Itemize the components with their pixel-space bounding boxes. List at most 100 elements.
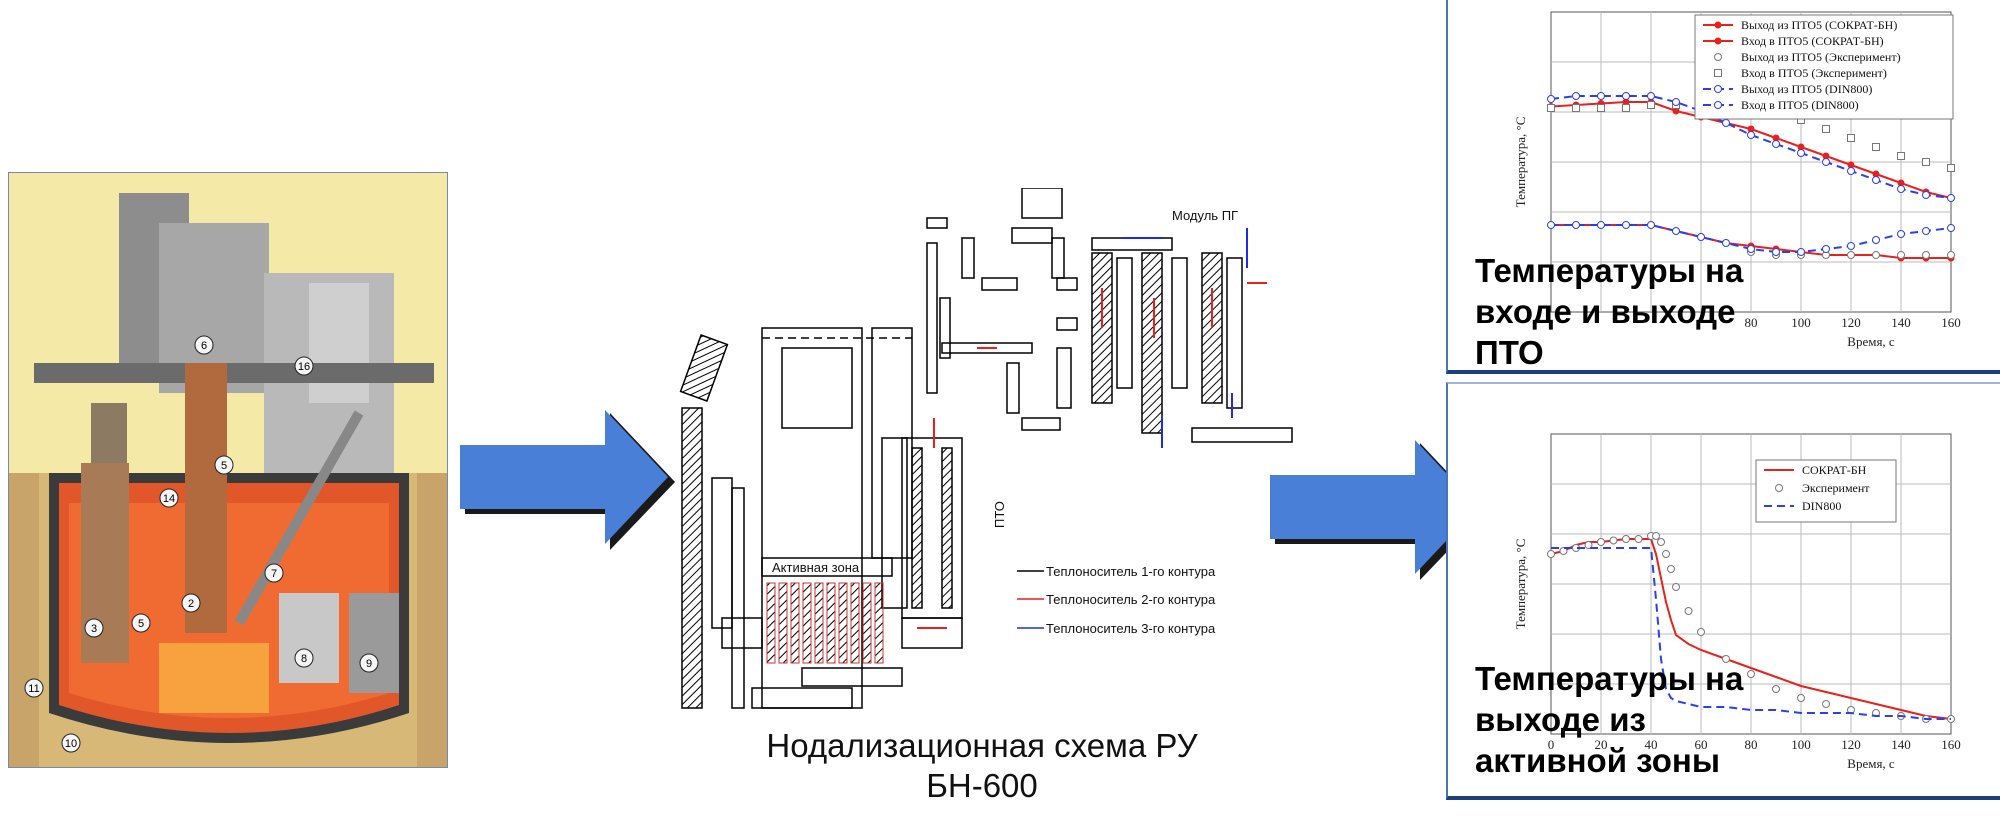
data-point bbox=[1597, 92, 1605, 100]
core-rod bbox=[838, 582, 848, 664]
data-point bbox=[1572, 221, 1580, 229]
core-rod bbox=[862, 582, 872, 664]
core-rod bbox=[778, 582, 788, 664]
legend-marker bbox=[1775, 484, 1783, 492]
reactor-marker bbox=[61, 733, 81, 753]
data-point bbox=[1572, 92, 1580, 100]
reactor-marker bbox=[24, 678, 44, 698]
data-point bbox=[1747, 131, 1755, 139]
reactor-number: 6 bbox=[201, 340, 207, 352]
data-point bbox=[1922, 227, 1930, 235]
core-rod bbox=[826, 582, 836, 664]
legend-item-1: Теплоноситель 1-го контура bbox=[1046, 564, 1216, 579]
reactor-number: 2 bbox=[188, 598, 194, 610]
reactor-marker bbox=[159, 488, 179, 508]
data-point bbox=[1822, 125, 1830, 133]
pto-label: ПТО bbox=[992, 501, 1007, 528]
data-point bbox=[1897, 251, 1905, 259]
core-label: Активная зона bbox=[772, 560, 860, 575]
data-point bbox=[1722, 119, 1730, 127]
reactor-marker bbox=[294, 648, 314, 668]
x-tick-label: 0 bbox=[1548, 737, 1555, 752]
data-point bbox=[1947, 164, 1955, 172]
data-point bbox=[1609, 536, 1618, 545]
data-point bbox=[1847, 134, 1855, 142]
data-point bbox=[1772, 140, 1780, 148]
data-point bbox=[1622, 98, 1630, 106]
data-point bbox=[1747, 125, 1755, 133]
data-point bbox=[1797, 149, 1805, 157]
data-point bbox=[1634, 535, 1643, 543]
data-point bbox=[1547, 95, 1555, 103]
chart-pto-title: Температуры на входе и выходе ПТО bbox=[1475, 252, 1744, 371]
data-point bbox=[1597, 104, 1605, 112]
legend-marker bbox=[1714, 21, 1722, 29]
core-rod bbox=[790, 582, 800, 664]
x-tick-label: 40 bbox=[1645, 737, 1658, 752]
y-axis-label: Температура, °С bbox=[1513, 117, 1528, 208]
reactor-marker bbox=[214, 455, 234, 475]
data-point bbox=[1772, 248, 1780, 256]
flow-arrow-left bbox=[460, 410, 675, 550]
series-line bbox=[1551, 547, 1951, 720]
reactor-number: 5 bbox=[138, 618, 144, 630]
legend-marker bbox=[1714, 37, 1722, 45]
x-tick-label: 160 bbox=[1941, 315, 1961, 330]
x-tick-label: 160 bbox=[1941, 737, 1961, 752]
scheme-caption: Нодализационная схема РУ БН-600 bbox=[752, 726, 1212, 806]
legend-label: Эксперимент bbox=[1802, 481, 1870, 495]
data-point bbox=[1872, 251, 1880, 259]
data-point bbox=[1662, 550, 1670, 558]
data-point bbox=[1697, 628, 1705, 636]
scheme-legend: Теплоноситель 1-го контура Теплоноситель… bbox=[1017, 564, 1216, 636]
reactor-number: 9 bbox=[366, 658, 372, 670]
reactor-marker bbox=[131, 613, 151, 633]
reactor-number: 8 bbox=[301, 653, 307, 665]
data-point bbox=[1584, 541, 1593, 549]
data-point bbox=[1847, 161, 1855, 169]
x-tick-label: 140 bbox=[1891, 737, 1911, 752]
data-point bbox=[1547, 104, 1555, 112]
x-tick-label: 60 bbox=[1695, 737, 1708, 752]
x-axis-label: Время, с bbox=[1847, 756, 1895, 771]
data-point bbox=[1572, 104, 1580, 112]
data-point bbox=[1922, 251, 1930, 259]
x-tick-label: 80 bbox=[1745, 737, 1758, 752]
legend-label: Вход в ПТО5 (Эксперимент) bbox=[1741, 66, 1887, 80]
data-point bbox=[1897, 230, 1905, 238]
legend-marker bbox=[1714, 85, 1722, 93]
data-point bbox=[1559, 547, 1568, 555]
data-point bbox=[1747, 245, 1755, 253]
x-tick-label: 80 bbox=[1745, 315, 1758, 330]
data-point bbox=[1722, 239, 1730, 247]
data-point bbox=[1772, 134, 1780, 142]
nodalization-scheme: Модуль ПГ ПТО Активная зона Теплоносител… bbox=[672, 187, 1312, 728]
x-tick-label: 140 bbox=[1891, 315, 1911, 330]
legend-item-3: Теплоноситель 3-го контура bbox=[1046, 621, 1216, 636]
x-tick-label: 100 bbox=[1791, 315, 1811, 330]
data-point bbox=[1597, 538, 1605, 546]
data-point bbox=[1657, 538, 1665, 546]
data-point bbox=[1847, 251, 1855, 259]
data-point bbox=[1872, 176, 1880, 184]
legend-label: Вход в ПТО5 (СОКРАТ-БН) bbox=[1741, 34, 1884, 48]
data-point bbox=[1652, 532, 1660, 540]
reactor-number: 11 bbox=[28, 683, 39, 695]
core-rod bbox=[850, 582, 860, 664]
data-point bbox=[1922, 158, 1930, 166]
reactor-number: 7 bbox=[271, 568, 277, 580]
reactor-number: 16 bbox=[298, 361, 310, 373]
data-point bbox=[1667, 565, 1675, 573]
data-point bbox=[1622, 104, 1630, 112]
data-point bbox=[1847, 242, 1855, 250]
data-point bbox=[1797, 143, 1805, 151]
reactor-number: 5 bbox=[221, 460, 227, 472]
data-point bbox=[1922, 191, 1930, 199]
legend-label: DIN800 bbox=[1802, 499, 1841, 513]
legend-item-2: Теплоноситель 2-го контура bbox=[1046, 592, 1216, 607]
reactor-number: 3 bbox=[91, 623, 97, 635]
